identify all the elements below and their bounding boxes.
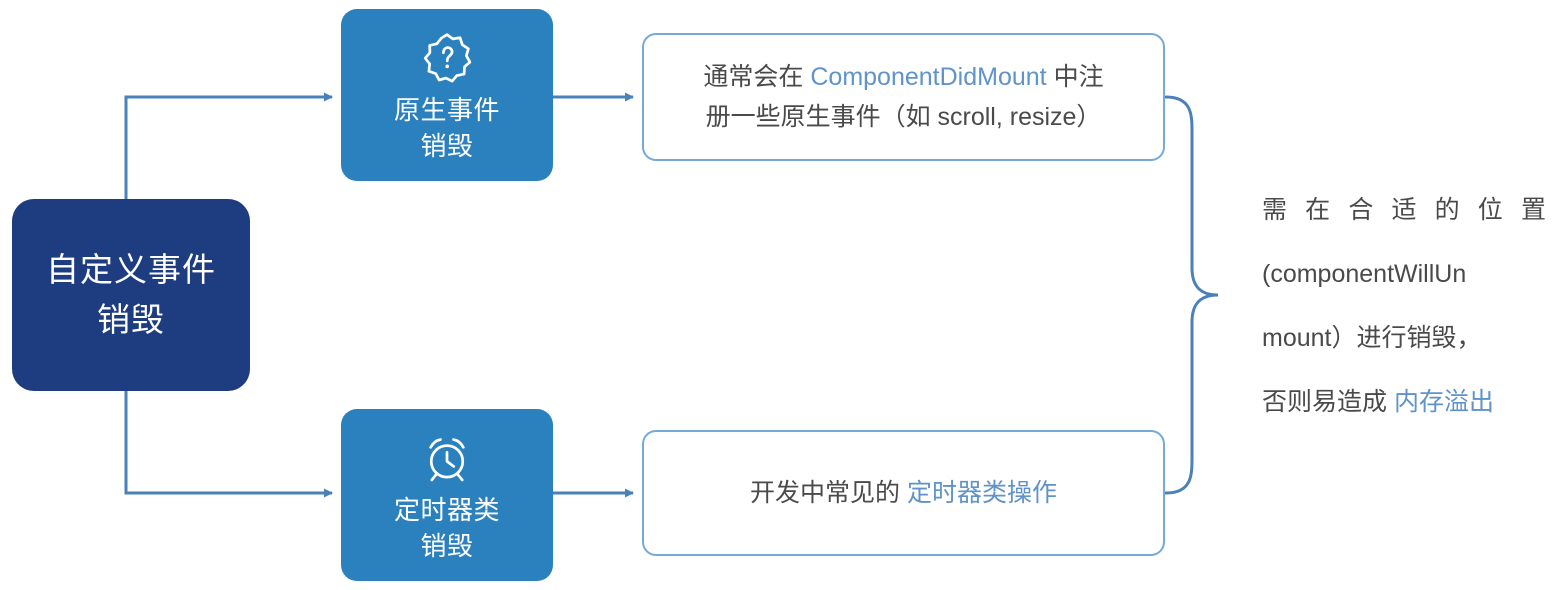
description-native-line1-pre: 通常会在 — [703, 62, 811, 91]
root-node-custom-event-destroy[interactable]: 自定义事件 销毁 — [12, 199, 250, 391]
description-box-native-event[interactable]: 通常会在 ComponentDidMount 中注 册一些原生事件（如 scro… — [642, 33, 1165, 161]
description-timer-line1-pre: 开发中常见的 — [750, 478, 907, 507]
summary-line-2: (componentWillUn — [1262, 260, 1467, 288]
node-native-event-destroy[interactable]: 原生事件 销毁 — [341, 9, 553, 181]
root-node-label-line1: 自定义事件 — [46, 250, 216, 288]
summary-text-block: 需 在 合 适 的 位 置 (componentWillUn mount）进行销… — [1262, 178, 1546, 434]
summary-line-4-pre: 否则易造成 — [1262, 388, 1394, 416]
summary-line-1-char-5: 位 — [1477, 196, 1503, 224]
summary-line-4-accent: 内存溢出 — [1393, 388, 1494, 416]
node-native-event-label-line2: 销毁 — [420, 130, 474, 161]
summary-line-1-char-6: 置 — [1520, 196, 1546, 224]
summary-line-1-char-3: 适 — [1391, 196, 1417, 224]
root-node-label-line2: 销毁 — [97, 301, 165, 338]
summary-line-1-char-4: 的 — [1434, 196, 1460, 224]
node-timer-destroy[interactable]: 定时器类 销毁 — [341, 409, 553, 581]
summary-line-4: 否则易造成 内存溢出 — [1262, 370, 1546, 434]
node-timer-label-line1: 定时器类 — [393, 495, 500, 525]
brace-to-summary — [1164, 95, 1219, 495]
description-native-line1-accent: ComponentDidMount — [810, 62, 1047, 91]
alarm-clock-icon — [429, 438, 465, 482]
summary-line-1-char-2: 合 — [1348, 196, 1374, 224]
node-native-event-label-line1: 原生事件 — [393, 95, 500, 125]
description-box-timer[interactable]: 开发中常见的 定时器类操作 — [642, 430, 1165, 556]
summary-line-3: mount）进行销毁， — [1262, 324, 1482, 352]
summary-line-1-char-0: 需 — [1262, 196, 1288, 224]
description-native-line2: 册一些原生事件（如 scroll, resize） — [705, 103, 1102, 131]
description-native-line1: 通常会在 ComponentDidMount 中注 — [703, 57, 1103, 98]
badge-question-icon — [423, 33, 472, 83]
description-timer-line1-accent: 定时器类操作 — [906, 478, 1057, 507]
summary-line-1-char-1: 在 — [1305, 196, 1331, 224]
summary-line-1: 需 在 合 适 的 位 置 — [1262, 178, 1546, 242]
node-timer-label-line2: 销毁 — [420, 530, 474, 561]
description-timer-line1: 开发中常见的 定时器类操作 — [750, 473, 1057, 514]
description-native-line1-post: 中注 — [1046, 62, 1104, 91]
